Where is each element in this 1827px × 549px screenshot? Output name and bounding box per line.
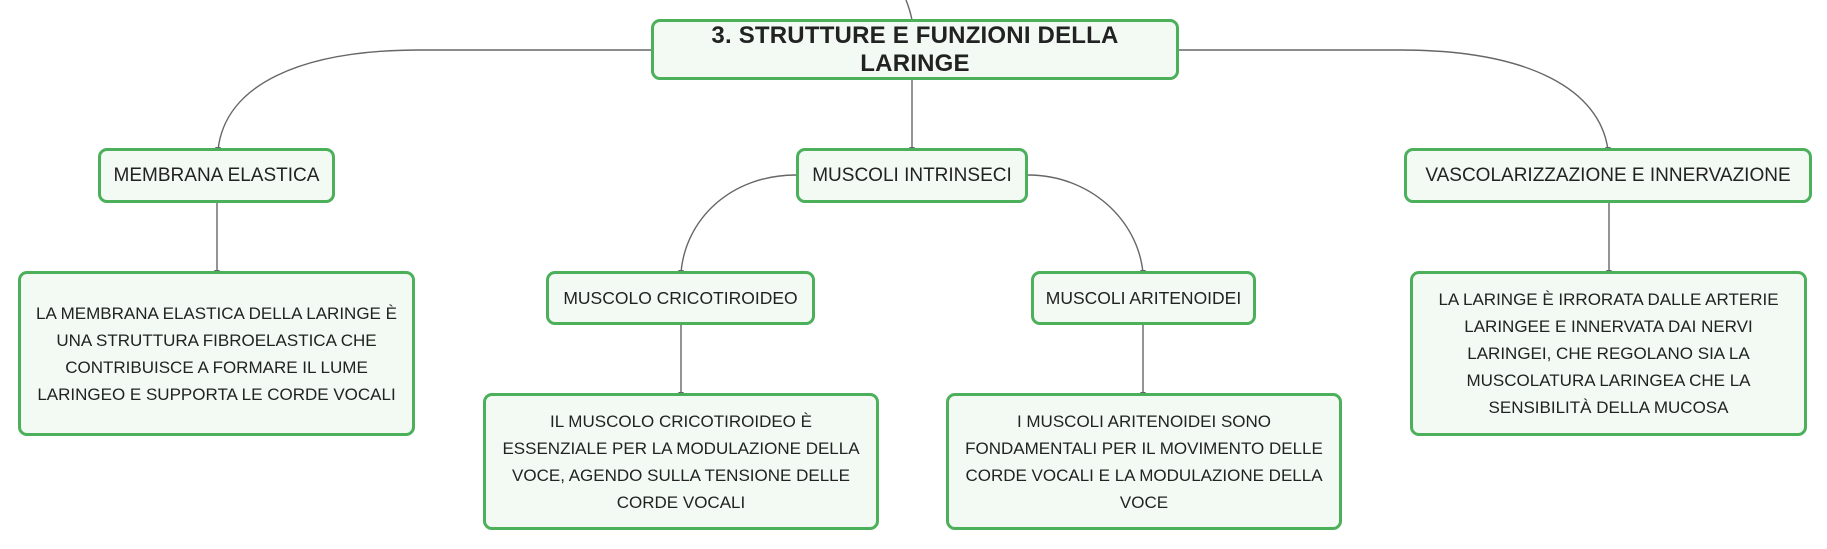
connector-root-vascolarizzazione	[1178, 49, 1609, 151]
topic-vascolarizzazione-innervazione[interactable]: VASCOLARIZZAZIONE E INNERVAZIONE	[1404, 148, 1812, 203]
topic-muscoli-intrinseci[interactable]: MUSCOLI INTRINSECI	[796, 148, 1028, 203]
detail-membrana-elastica[interactable]: LA MEMBRANA ELASTICA DELLA LARINGE È UNA…	[18, 271, 415, 436]
topic-membrana-elastica[interactable]: MEMBRANA ELASTICA	[98, 148, 335, 203]
subtopic-muscoli-aritenoidei[interactable]: MUSCOLI ARITENOIDEI	[1031, 271, 1256, 325]
root-node[interactable]: 3. STRUTTURE E FUNZIONI DELLA LARINGE	[651, 19, 1179, 80]
detail-vascolarizzazione-innervazione[interactable]: LA LARINGE È IRRORATA DALLE ARTERIE LARI…	[1410, 271, 1807, 436]
detail-muscoli-aritenoidei[interactable]: I MUSCOLI ARITENOIDEI SONO FONDAMENTALI …	[946, 393, 1342, 530]
connector-muscoli-cricotiroideo	[680, 174, 797, 274]
detail-muscolo-cricotiroideo[interactable]: IL MUSCOLO CRICOTIROIDEO È ESSENZIALE PE…	[483, 393, 879, 530]
connector-incoming	[905, 0, 913, 21]
connector-muscoli-aritenoidei	[1027, 174, 1144, 274]
connector-root-membrana	[217, 49, 655, 151]
subtopic-muscolo-cricotiroideo[interactable]: MUSCOLO CRICOTIROIDEO	[546, 271, 815, 325]
